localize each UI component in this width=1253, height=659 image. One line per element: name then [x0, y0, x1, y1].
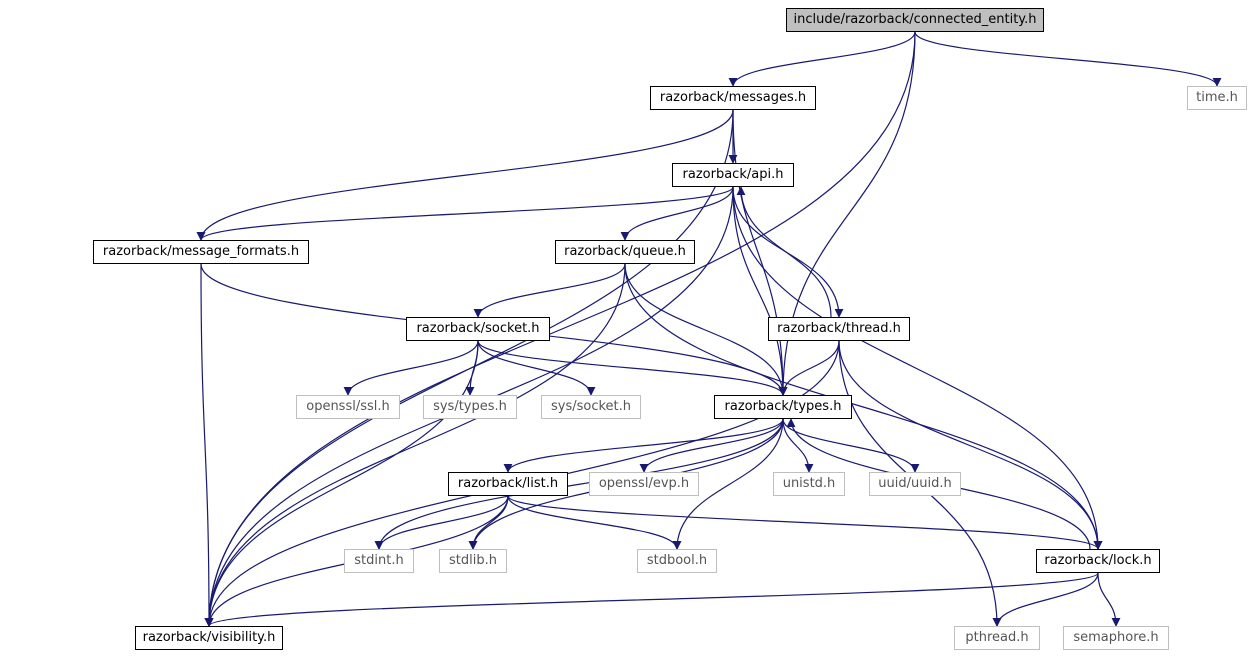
node-stdbool-h[interactable]: stdbool.h [637, 549, 717, 573]
node-stdint-h[interactable]: stdint.h [344, 549, 414, 573]
node-message-formats-h[interactable]: razorback/message_formats.h [93, 240, 309, 264]
edge-lock-to-semaphore [1097, 572, 1121, 627]
edge-socket-to-visibility [204, 340, 479, 627]
edge-api-to-queue [620, 186, 734, 241]
edge-queue-to-lock [624, 263, 1103, 550]
edge-queue-to-socket [473, 263, 626, 318]
edge-api-to-lock [732, 186, 1103, 550]
edge-types-to-uuid [782, 418, 920, 473]
node-sys-socket-h[interactable]: sys/socket.h [541, 395, 641, 419]
node-socket-h[interactable]: razorback/socket.h [406, 317, 550, 341]
edge-socket-to-types [477, 340, 788, 396]
node-queue-h[interactable]: razorback/queue.h [555, 240, 695, 264]
edge-lock-to-visibility [204, 572, 1099, 627]
node-messages-h[interactable]: razorback/messages.h [650, 86, 816, 110]
edge-queue-to-types [624, 263, 788, 396]
edge-socket-to-openssl_ssl [343, 340, 479, 396]
edge-lock-to-pthread [992, 572, 1099, 627]
node-connected-entity-h[interactable]: include/razorback/connected_entity.h [786, 8, 1044, 32]
node-types-h[interactable]: razorback/types.h [714, 395, 852, 419]
edge-socket-to-sys_socket [477, 340, 596, 396]
edge-connected_entity-to-messages [728, 31, 916, 87]
node-pthread-h[interactable]: pthread.h [954, 626, 1040, 650]
edge-list-to-lock [507, 495, 1103, 550]
edge-thread-to-api [736, 186, 832, 318]
edge-types-to-stdbool [672, 418, 784, 550]
edge-messages-to-visibility [204, 109, 734, 627]
node-unistd-h[interactable]: unistd.h [773, 472, 845, 496]
edge-types-to-unistd [782, 418, 814, 473]
edge-list-to-stdint [374, 495, 509, 550]
node-stdlib-h[interactable]: stdlib.h [439, 549, 507, 573]
edge-api-to-message_formats [196, 186, 734, 241]
edge-list-to-stdbool [507, 495, 682, 550]
node-openssl-evp-h[interactable]: openssl/evp.h [589, 472, 699, 496]
node-list-h[interactable]: razorback/list.h [448, 472, 568, 496]
node-lock-h[interactable]: razorback/lock.h [1036, 549, 1160, 573]
edge-queue-to-visibility [204, 263, 626, 627]
node-visibility-h[interactable]: razorback/visibility.h [135, 626, 283, 650]
edge-api-to-types [732, 186, 788, 396]
node-uuid-h[interactable]: uuid/uuid.h [869, 472, 961, 496]
edge-messages-to-message_formats [196, 109, 734, 241]
node-semaphore-h[interactable]: semaphore.h [1063, 626, 1169, 650]
edge-connected_entity-to-time [914, 31, 1222, 87]
edge-types-to-openssl_evp [639, 418, 784, 473]
edge-types-to-stdint [374, 418, 784, 550]
edge-types-to-list [503, 418, 784, 473]
edge-thread-to-types [778, 340, 840, 396]
edge-message_formats-to-visibility [200, 263, 214, 627]
node-openssl-ssl-h[interactable]: openssl/ssl.h [296, 395, 400, 419]
node-time-h[interactable]: time.h [1187, 86, 1247, 110]
node-sys-types-h[interactable]: sys/types.h [423, 395, 517, 419]
node-thread-h[interactable]: razorback/thread.h [768, 317, 910, 341]
node-api-h[interactable]: razorback/api.h [672, 163, 794, 187]
edge-messages-to-types [732, 109, 788, 396]
edge-thread-to-lock [838, 340, 1103, 550]
